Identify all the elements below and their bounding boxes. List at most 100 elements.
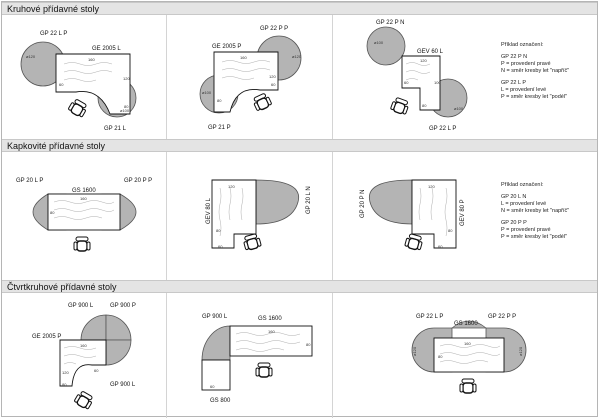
desk-top	[401, 55, 441, 111]
dimension: 80	[422, 103, 427, 108]
round-table-gray	[450, 320, 488, 329]
wood-grain	[235, 332, 301, 352]
diagram-ctvrtkruhove-2: GP 900 L GS 1600 GS 800 160 80 60	[201, 314, 313, 404]
column-divider	[166, 152, 167, 280]
dimension: 120	[123, 76, 130, 81]
quarter-table-gray	[105, 314, 132, 341]
product-label: GP 22 L P	[40, 31, 67, 37]
dimension: ø100	[374, 40, 384, 45]
diagram-kruhove-2: GP 22 P P GE 2005 P GP 21 P 160 120 60 8…	[199, 26, 302, 131]
legend-line: Příklad označení:	[501, 182, 544, 188]
desk-top	[59, 339, 107, 387]
desk-top	[211, 179, 257, 249]
chair-icon	[255, 362, 273, 378]
dimension: 120	[428, 184, 435, 189]
product-label: GP 22 L P	[429, 126, 456, 132]
wood-grain	[218, 187, 244, 237]
dimension: ø120	[518, 346, 523, 356]
product-label: GP 900 P	[110, 303, 136, 309]
section-header-ctvrtkruhove: Čtvrtkruhové přídavné stoly	[2, 280, 597, 293]
product-label: GEV 80 L	[206, 197, 212, 224]
section-title: Čtvrtkruhové přídavné stoly	[7, 282, 117, 292]
chair-icon	[73, 236, 91, 252]
dimension: 120	[269, 74, 276, 79]
dimension: ø100	[454, 106, 464, 111]
product-label: GS 800	[210, 398, 231, 404]
column-divider	[166, 15, 167, 139]
product-label: GP 21 P	[208, 125, 231, 131]
column-divider	[332, 293, 333, 418]
dimension: 160	[268, 329, 275, 334]
dimension: 100	[434, 80, 441, 85]
legend-line: L = provedení levé	[501, 201, 547, 207]
product-label: GP 20 L P	[16, 178, 43, 184]
wood-grain	[418, 187, 448, 237]
legend-line: GP 22 L P	[501, 80, 527, 86]
dimension: 80	[216, 228, 221, 233]
product-label: GP 22 P N	[376, 20, 404, 26]
dimension: ø100	[120, 108, 130, 113]
dimension: 60	[59, 82, 64, 87]
diagram-ctvrtkruhove-1: GP 900 L GP 900 P GE 2005 P GP 900 L 160…	[32, 303, 136, 411]
legend-line: P = směr kresby let "podél"	[501, 94, 568, 100]
product-label: GE 2005 P	[212, 44, 241, 50]
wood-grain	[63, 346, 97, 365]
legend-line: N = směr kresby let "napříč"	[501, 68, 570, 74]
drop-table-gray	[255, 179, 300, 225]
desk-top	[47, 193, 121, 231]
diagram-kruhove-3: GP 22 P N GEV 60 L GP 22 L P 120 100 60 …	[366, 20, 468, 132]
dimension: ø120	[412, 346, 417, 356]
chair-icon	[241, 232, 263, 252]
dimension: 160	[80, 196, 87, 201]
legend-line: GP 20 P P	[501, 220, 527, 226]
product-label: GP 20 P N	[360, 190, 366, 218]
dimension: 160	[88, 57, 95, 62]
dimension: ø100	[202, 90, 212, 95]
legend-kruhove: Příklad označení: GP 22 P N P = proveden…	[501, 42, 569, 101]
chair-icon	[72, 389, 96, 411]
round-table-gray	[366, 26, 406, 66]
column-divider	[166, 293, 167, 418]
dimension: ø120	[292, 54, 302, 59]
dimension: 120	[228, 184, 235, 189]
product-label: GEV 80 P	[460, 199, 466, 226]
section-title: Kapkovité přídavné stoly	[7, 141, 106, 151]
dimension: 60	[218, 244, 223, 249]
legend-line: L = provedení levé	[501, 87, 547, 93]
section-header-kapkovite: Kapkovité přídavné stoly	[2, 139, 597, 152]
legend-line: GP 22 P N	[501, 54, 528, 60]
dimension: 80	[306, 342, 311, 347]
desk-top	[55, 53, 131, 115]
dimension: 60	[210, 384, 215, 389]
column-divider	[332, 152, 333, 280]
dimension: 80	[124, 104, 129, 109]
product-label: GP 900 L	[110, 382, 136, 388]
wood-grain	[53, 200, 115, 220]
diagram-kapkovite-2: GEV 80 L GP 20 L N 120 80 60	[206, 179, 312, 252]
wood-grain	[439, 344, 501, 364]
product-label: GP 900 L	[202, 314, 228, 320]
dimension: 60	[438, 244, 443, 249]
column-divider	[332, 15, 333, 139]
product-label: GS 1600	[454, 321, 478, 327]
wood-grain	[221, 60, 271, 80]
quarter-table-gray	[105, 339, 132, 366]
product-label: GE 2005 L	[92, 46, 121, 52]
dimension: 120	[420, 58, 427, 63]
dimension: 80	[50, 210, 55, 215]
diagram-kruhove-1: GP 22 L P GE 2005 L GP 21 L 160 120 60 8…	[20, 31, 137, 132]
dimension: 160	[240, 55, 247, 60]
product-label: GP 21 L	[104, 126, 127, 132]
diagram-kapkovite-1: GP 20 L P GS 1600 GP 20 P P 160 80	[16, 178, 152, 252]
dimension: 160	[464, 341, 471, 346]
dimension: 80	[438, 354, 443, 359]
dimension: 120	[62, 370, 69, 375]
section-header-kruhove: Kruhové přídavné stoly	[2, 2, 597, 15]
chair-icon	[403, 232, 425, 252]
diagram-ctvrtkruhove-3: GP 22 L P GS 1600 GP 22 P P 160 80 ø120 …	[411, 314, 527, 394]
chair-icon	[459, 378, 477, 394]
legend-line: GP 20 L N	[501, 194, 527, 200]
product-label: GS 1600	[258, 316, 282, 322]
